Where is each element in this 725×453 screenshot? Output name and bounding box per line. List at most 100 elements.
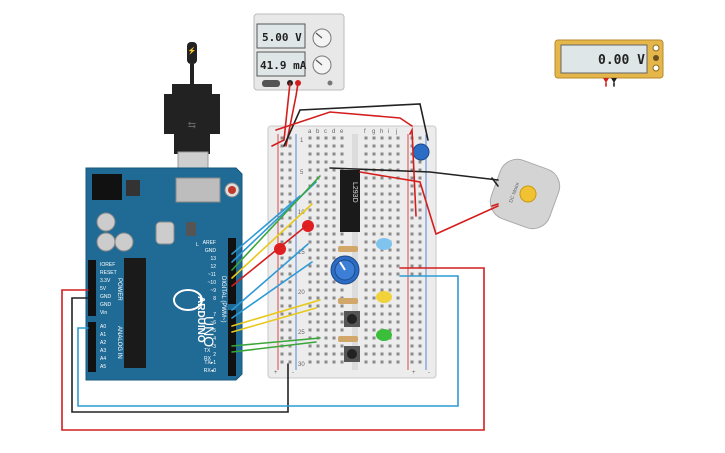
breadboard-hole[interactable] [396,152,400,156]
breadboard-hole[interactable] [388,136,392,140]
probe-negative[interactable] [611,78,617,83]
breadboard-hole[interactable] [332,200,336,204]
breadboard-hole[interactable] [316,144,320,148]
breadboard-hole[interactable] [280,224,284,228]
output-switch[interactable] [262,80,280,87]
breadboard-hole[interactable] [332,248,336,252]
breadboard-hole[interactable] [288,344,292,348]
breadboard-hole[interactable] [340,304,344,308]
breadboard-hole[interactable] [332,224,336,228]
breadboard-hole[interactable] [396,224,400,228]
breadboard-hole[interactable] [324,224,328,228]
breadboard-hole[interactable] [332,352,336,356]
breadboard-hole[interactable] [288,312,292,316]
breadboard-hole[interactable] [308,320,312,324]
led-red-1[interactable] [302,220,314,232]
breadboard-hole[interactable] [364,264,368,268]
breadboard-hole[interactable] [364,216,368,220]
breadboard-hole[interactable] [418,312,422,316]
mode-r-icon[interactable] [652,64,660,72]
breadboard-hole[interactable] [364,152,368,156]
breadboard-hole[interactable] [288,280,292,284]
breadboard-hole[interactable] [372,240,376,244]
breadboard-hole[interactable] [396,264,400,268]
breadboard-hole[interactable] [410,352,414,356]
breadboard-hole[interactable] [316,208,320,212]
breadboard-hole[interactable] [380,184,384,188]
breadboard-hole[interactable] [380,248,384,252]
breadboard-hole[interactable] [288,144,292,148]
breadboard-hole[interactable] [396,304,400,308]
breadboard-hole[interactable] [364,176,368,180]
breadboard-hole[interactable] [324,264,328,268]
led-red-2[interactable] [274,243,286,255]
breadboard-hole[interactable] [388,360,392,364]
breadboard-hole[interactable] [396,296,400,300]
breadboard-hole[interactable] [418,352,422,356]
breadboard-hole[interactable] [332,192,336,196]
breadboard-hole[interactable] [410,256,414,260]
breadboard-hole[interactable] [380,160,384,164]
breadboard-hole[interactable] [288,176,292,180]
breadboard-hole[interactable] [380,256,384,260]
l293d-chip[interactable]: L293D [340,170,360,232]
breadboard-hole[interactable] [316,320,320,324]
breadboard-hole[interactable] [372,352,376,356]
breadboard-hole[interactable] [340,160,344,164]
resistors[interactable] [338,246,358,342]
breadboard-hole[interactable] [280,360,284,364]
breadboard-hole[interactable] [364,232,368,236]
breadboard-hole[interactable] [288,168,292,172]
breadboard-hole[interactable] [308,272,312,276]
breadboard-hole[interactable] [308,232,312,236]
breadboard-hole[interactable] [388,184,392,188]
breadboard-hole[interactable] [388,144,392,148]
breadboard-hole[interactable] [364,272,368,276]
breadboard-hole[interactable] [288,272,292,276]
breadboard-hole[interactable] [324,360,328,364]
dc-motor[interactable]: DC Motor [485,154,564,233]
breadboard-hole[interactable] [280,272,284,276]
led-yellow[interactable] [376,291,392,303]
breadboard-hole[interactable] [288,264,292,268]
breadboard-hole[interactable] [396,360,400,364]
breadboard-hole[interactable] [308,312,312,316]
breadboard-hole[interactable] [364,192,368,196]
breadboard-hole[interactable] [380,288,384,292]
breadboard-hole[interactable] [372,288,376,292]
breadboard-hole[interactable] [332,216,336,220]
breadboard-hole[interactable] [372,248,376,252]
breadboard-hole[interactable] [340,328,344,332]
breadboard-hole[interactable] [410,336,414,340]
breadboard-hole[interactable] [308,144,312,148]
breadboard-hole[interactable] [380,136,384,140]
breadboard-hole[interactable] [280,328,284,332]
breadboard-hole[interactable] [388,264,392,268]
breadboard-hole[interactable] [332,240,336,244]
breadboard-hole[interactable] [280,256,284,260]
breadboard-hole[interactable] [418,264,422,268]
breadboard-hole[interactable] [280,288,284,292]
breadboard-hole[interactable] [324,328,328,332]
breadboard-hole[interactable] [280,168,284,172]
breadboard-hole[interactable] [364,240,368,244]
breadboard-hole[interactable] [340,152,344,156]
breadboard-hole[interactable] [332,312,336,316]
breadboard-hole[interactable] [324,344,328,348]
breadboard-hole[interactable] [308,248,312,252]
button-2[interactable] [344,346,360,362]
breadboard-hole[interactable] [280,176,284,180]
breadboard-hole[interactable] [396,216,400,220]
breadboard-hole[interactable] [308,192,312,196]
breadboard-hole[interactable] [364,328,368,332]
breadboard-hole[interactable] [364,136,368,140]
breadboard-hole[interactable] [410,296,414,300]
breadboard-hole[interactable] [288,152,292,156]
breadboard-hole[interactable] [288,232,292,236]
breadboard-hole[interactable] [388,280,392,284]
breadboard-hole[interactable] [380,224,384,228]
breadboard-hole[interactable] [316,136,320,140]
breadboard-hole[interactable] [396,184,400,188]
breadboard-hole[interactable] [396,240,400,244]
breadboard-hole[interactable] [316,352,320,356]
